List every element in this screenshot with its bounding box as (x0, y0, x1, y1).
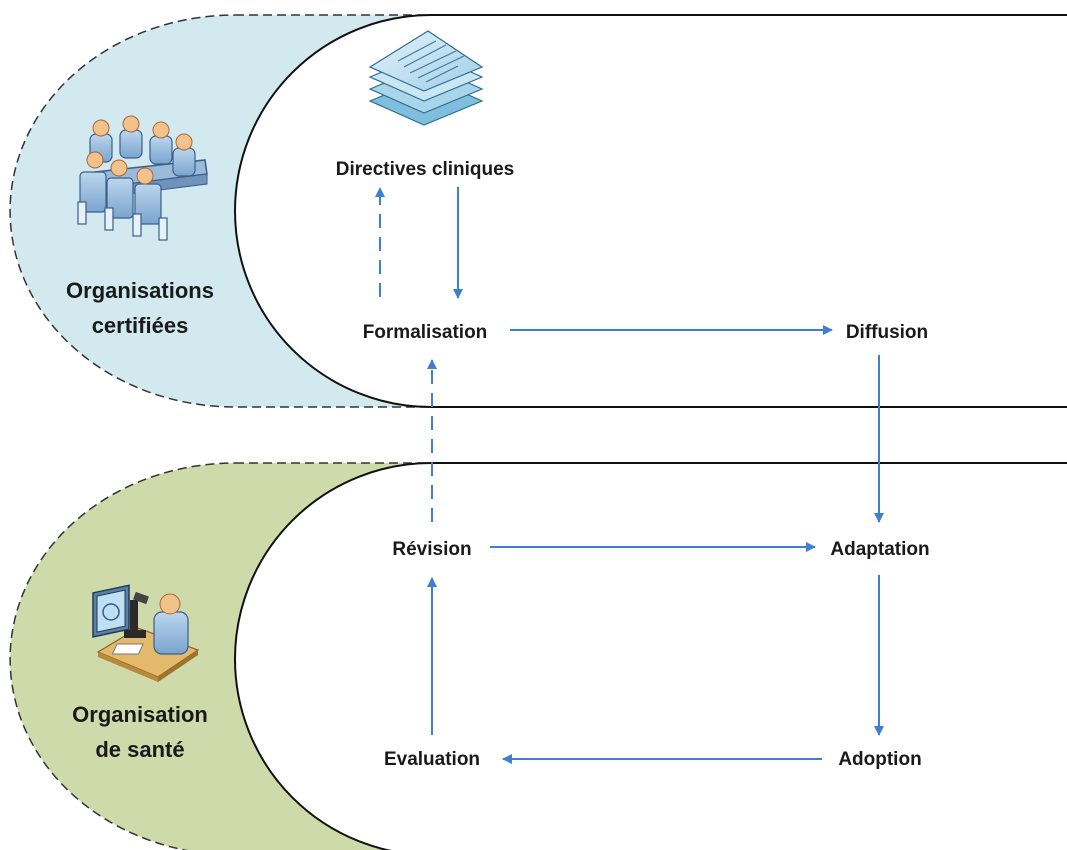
bottom-organisation-band (9, 462, 1067, 850)
node-directives-cliniques: Directives cliniques (336, 159, 514, 180)
lab-worker-icon (92, 584, 200, 682)
top-org-label-line2: certifiées (92, 313, 189, 338)
node-diffusion: Diffusion (846, 322, 928, 343)
top-organisation-band (9, 14, 1067, 408)
bottom-org-label-line1: Organisation (72, 702, 208, 727)
node-revision: Révision (392, 539, 471, 560)
node-adoption: Adoption (838, 749, 921, 770)
bottom-process-pill (234, 462, 1067, 850)
node-formalisation: Formalisation (363, 322, 488, 343)
top-process-pill (234, 14, 1067, 408)
meeting-group-icon (77, 115, 208, 241)
top-org-label-line1: Organisations (66, 278, 214, 303)
node-adaptation: Adaptation (830, 539, 929, 560)
node-evaluation: Evaluation (384, 749, 480, 770)
bottom-org-label-line2: de santé (95, 737, 184, 762)
document-stack-icon (368, 30, 484, 126)
